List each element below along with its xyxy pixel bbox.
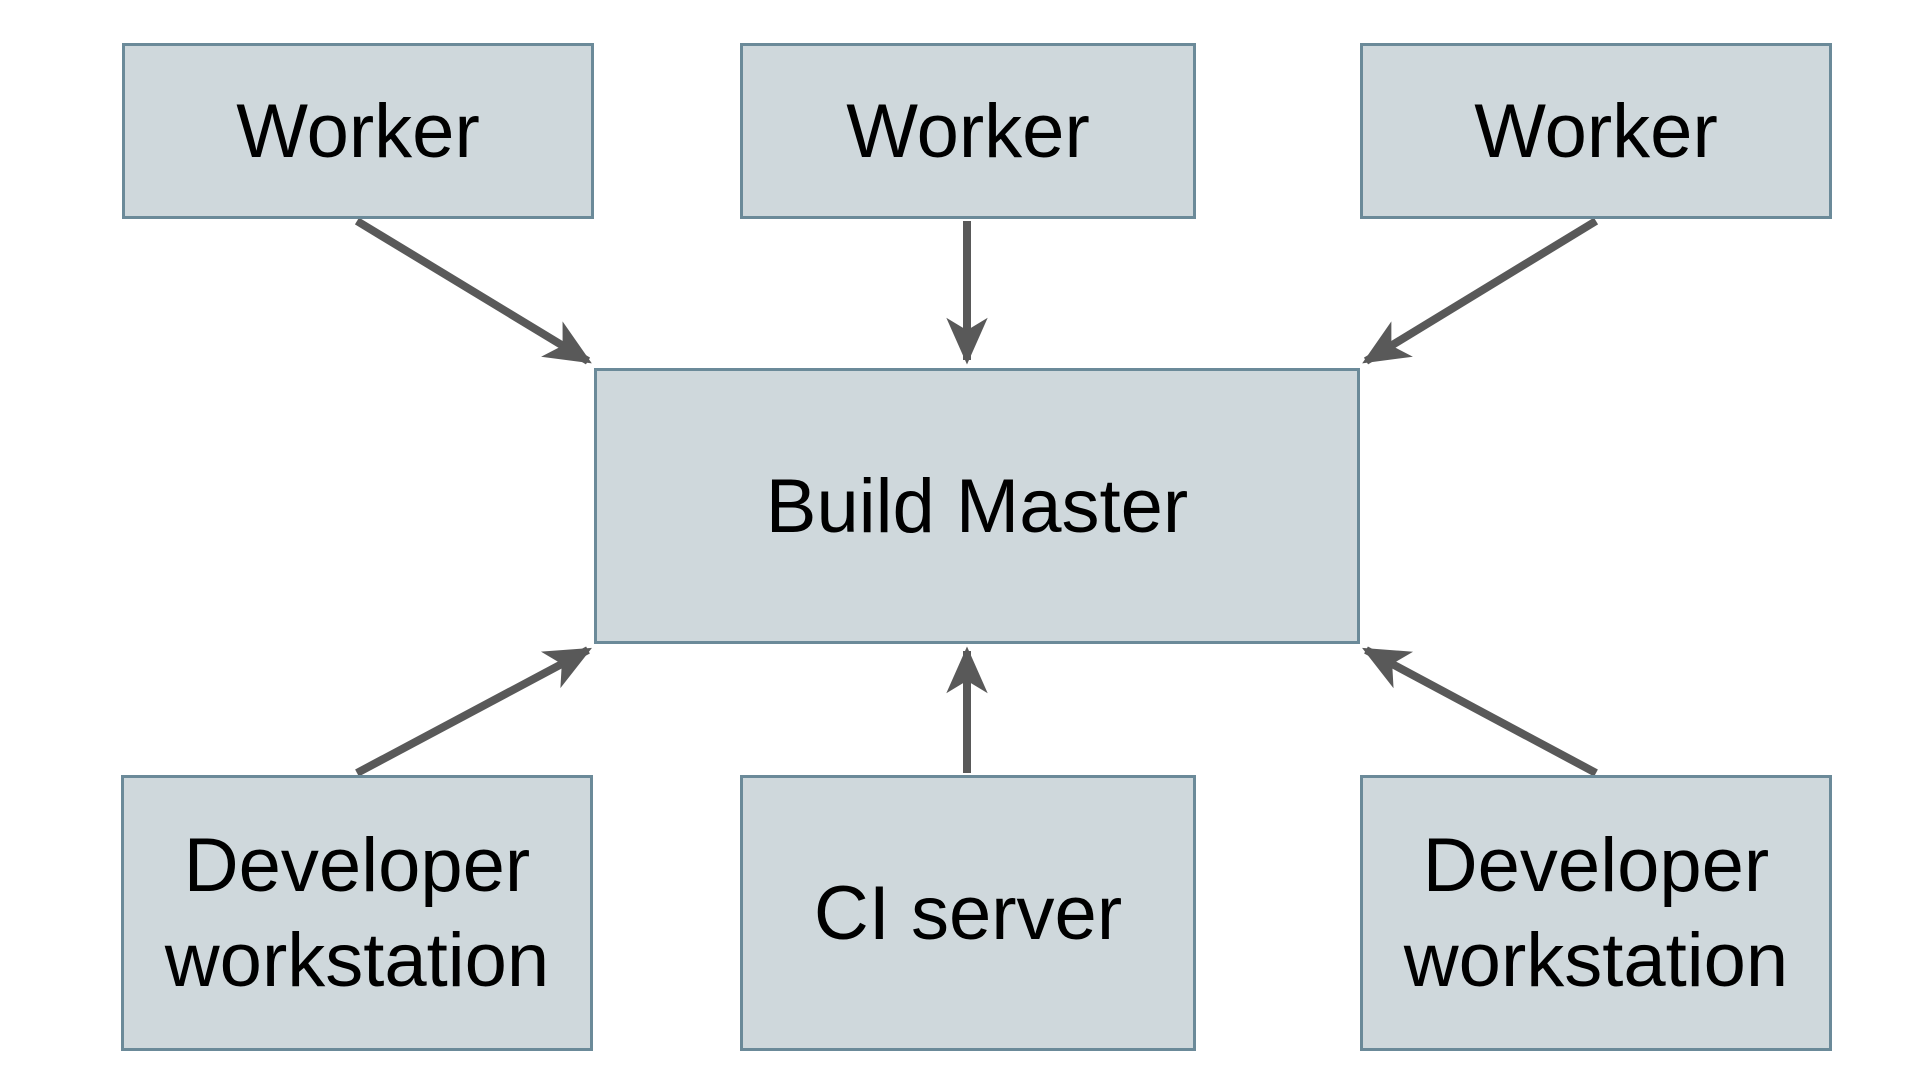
node-worker-1: Worker [122, 43, 594, 219]
node-build-master: Build Master [594, 368, 1360, 644]
node-dev-workstation-left: Developer workstation [121, 775, 593, 1051]
edge-worker-3-to-build-master [1362, 217, 1599, 365]
edge-worker-1-to-build-master [354, 217, 592, 365]
node-ci-server: CI server [740, 775, 1196, 1051]
node-worker-3-label: Worker [1474, 88, 1718, 174]
edge-dev-workstation-left-to-build-master [355, 646, 592, 777]
node-worker-2-label: Worker [846, 88, 1090, 174]
node-build-master-label: Build Master [765, 463, 1189, 549]
node-dev-workstation-left-label: Developer workstation [164, 823, 550, 1003]
node-ci-server-label: CI server [813, 870, 1123, 956]
node-worker-3: Worker [1360, 43, 1832, 219]
node-worker-2: Worker [740, 43, 1196, 219]
node-worker-1-label: Worker [236, 88, 480, 174]
node-dev-workstation-right: Developer workstation [1360, 775, 1832, 1051]
edge-dev-workstation-right-to-build-master [1362, 646, 1598, 777]
node-dev-workstation-right-label: Developer workstation [1403, 823, 1789, 1003]
